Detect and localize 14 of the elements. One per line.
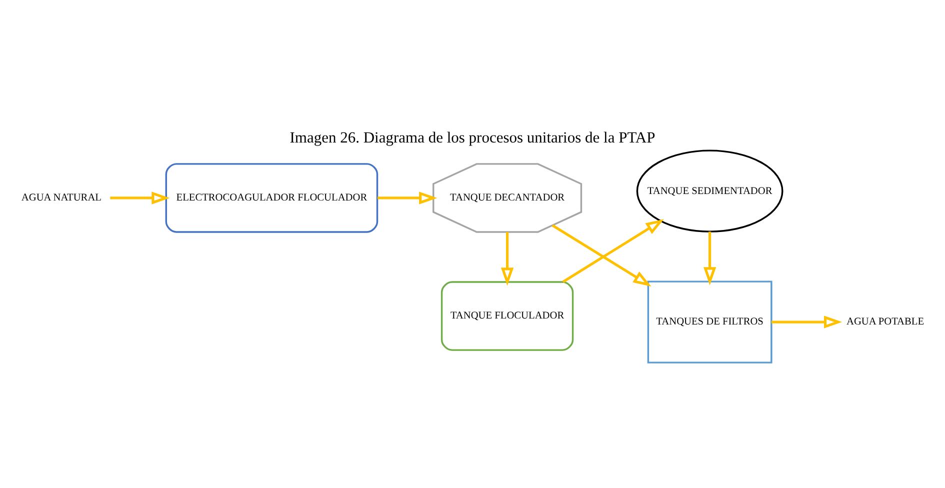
diagram-title: Imagen 26. Diagrama de los procesos unitarios de la PTAP: [290, 128, 656, 146]
node-text: AGUA NATURAL: [21, 192, 102, 204]
node-box: TANQUE FLOCULADOR: [440, 280, 574, 350]
arrow: [552, 224, 652, 286]
node-box: TANQUES DE FILTROS: [647, 280, 772, 363]
arrow: [378, 191, 438, 204]
arrow: [500, 232, 514, 286]
node-box: ELECTROCOAGULADOR FLOCULADOR: [165, 162, 378, 232]
node-ellipse: TANQUE SEDIMENTADOR: [636, 149, 784, 232]
node-text: AGUA POTABLE: [846, 316, 924, 328]
arrow: [562, 218, 664, 282]
arrow: [771, 315, 842, 328]
arrow: [110, 191, 170, 204]
arrow: [703, 231, 716, 285]
